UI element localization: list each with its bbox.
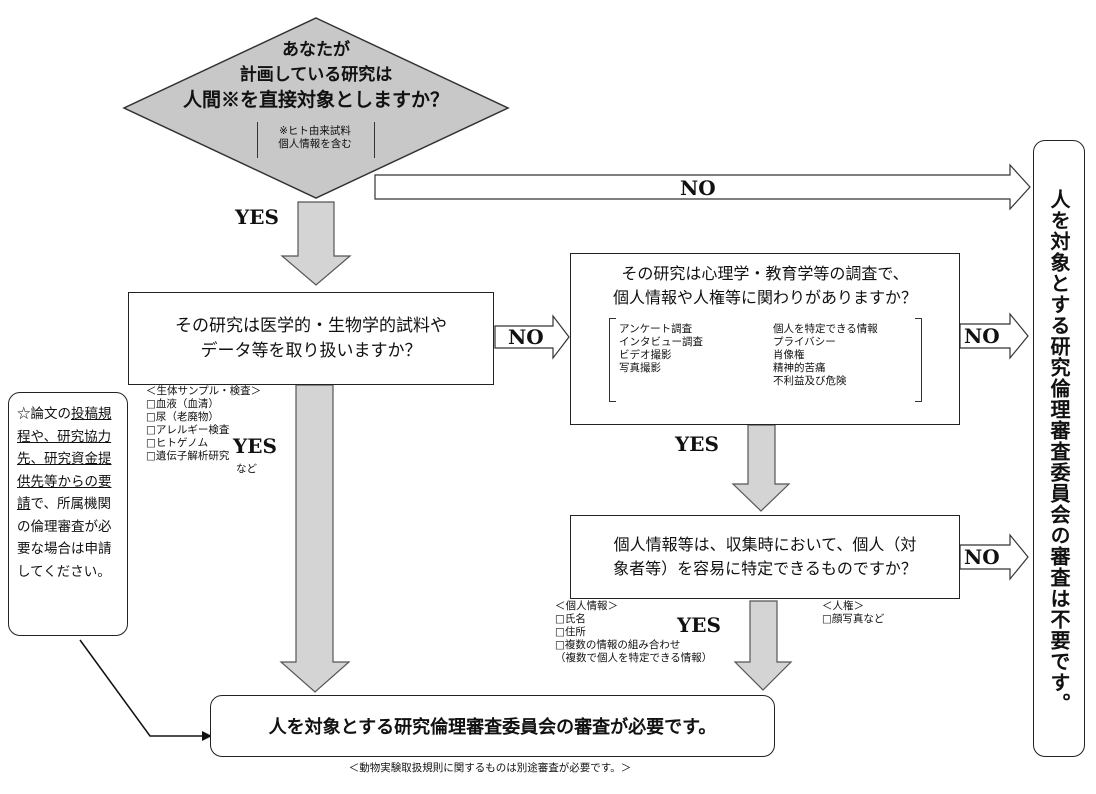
no-label-start: NO [680,176,716,200]
q3-col1-item: ビデオ撮影 [619,349,672,361]
rights-header: ＜人権＞ [822,600,864,612]
personal-item: □住所 [555,626,586,638]
rights-item: □顔写真など [822,613,885,625]
q3-line-1: その研究は心理学・教育学等の調査で、 [621,264,909,283]
yes-arrow-q3 [731,424,791,512]
q3-col-1: アンケート調査 インタビュー調査 ビデオ撮影 写真撮影 [619,323,749,375]
personal-item: □複数の情報の組み合わせ [555,639,681,651]
q3-col-2: 個人を特定できる情報 プライバシー 肖像権 精神的苦痛 不利益及び危険 [773,323,913,388]
start-note-bracket [257,122,375,158]
side-note-box: ☆論文の投稿規程や、研究協力先、研究資金提供先等からの要請で、所属機関の倫理審査… [8,392,128,636]
q3-col2-item: 精神的苦痛 [773,362,826,374]
q4-line-1: 個人情報等は、収集時において、個人（対 [613,535,917,554]
sample-item: □アレルギー検査 [146,424,230,436]
no-label-q3: NO [964,324,1000,348]
q2-line-1: その研究は医学的・生物学的試料や [175,315,447,336]
q3-col1-item: インタビュー調査 [619,336,703,348]
q4-line-2: 象者等）を容易に特定できるものですか？ [613,559,917,578]
q4-box: 個人情報等は、収集時において、個人（対 象者等）を容易に特定できるものですか？ [570,515,960,599]
q2-line-2: データ等を取り扱いますか？ [200,340,422,361]
yes-arrow-q4 [733,600,793,691]
result-not-required-text: 人を対象とする研究倫理審査委員会の審査は不要です。 [1047,189,1071,714]
no-arrow-start [374,163,1031,211]
yes-arrow-q2 [279,384,351,693]
start-line-2: 計画している研究は [239,65,393,85]
yes-label-start: YES [235,205,279,229]
no-arrow-q4 [959,533,1029,581]
start-note: ※ヒト由来試料 個人情報を含む [260,125,370,151]
side-note-rest: で、所属機関の倫理審査が必要な場合は申請してください。 [17,496,112,580]
result-required-box: 人を対象とする研究倫理審査委員会の審査が必要です。 [210,695,775,757]
yes-label-q4: YES [677,613,721,637]
q3-col1-item: アンケート調査 [619,323,693,335]
q3-col2-item: プライバシー [773,336,836,348]
yes-label-q3: YES [675,432,719,456]
no-arrow-q2 [494,314,570,360]
result-not-required-box: 人を対象とする研究倫理審査委員会の審査は不要です。 [1033,140,1085,757]
sample-item: □尿（老廃物） [146,411,219,423]
start-note-1: ※ヒト由来試料 [279,125,351,137]
side-note-connector [79,639,205,737]
q3-col2-item: 不利益及び危険 [773,375,847,387]
result-required-text: 人を対象とする研究倫理審査委員会の審査が必要です。 [268,717,717,738]
q3-line-2: 個人情報や人権等に関わりがありますか？ [612,288,917,307]
q2-box: その研究は医学的・生物学的試料や データ等を取り扱いますか？ [128,292,494,385]
start-note-2: 個人情報を含む [278,138,352,150]
q3-bracket-right [915,318,922,402]
personal-header: ＜個人情報＞ [555,600,618,612]
sample-item: □遺伝子解析研究 [146,450,230,462]
side-note-prefix: ☆論文の [17,406,71,422]
sample-item: □ヒトゲノム [146,437,209,449]
yes-arrow-start [280,201,352,286]
q3-col2-item: 個人を特定できる情報 [773,323,878,335]
q3-col2-item: 肖像権 [773,349,805,361]
q2-samples: ＜生体サンプル・検査＞ □血液（血清） □尿（老廃物） □アレルギー検査 □ヒト… [146,385,286,476]
sample-item: □血液（血清） [146,398,219,410]
footer-note: ＜動物実験取扱規則に関するものは別途審査が必要です。＞ [348,762,632,774]
personal-item: □氏名 [555,613,586,625]
start-question: あなたが 計画している研究は 人間※を直接対象としますか？ [150,38,482,113]
side-note-arrowhead [202,731,212,741]
samples-tail: など [236,463,257,475]
start-line-3: 人間※を直接対象としますか？ [182,89,449,111]
q3-box: その研究は心理学・教育学等の調査で、 個人情報や人権等に関わりがありますか？ ア… [570,253,960,425]
samples-header: ＜生体サンプル・検査＞ [146,385,262,397]
q3-col1-item: 写真撮影 [619,362,661,374]
q4-rights: ＜人権＞ □顔写真など [822,600,932,626]
q4-personal-info: ＜個人情報＞ □氏名 □住所 □複数の情報の組み合わせ （複数で個人を特定できる… [555,600,745,665]
side-note-underlined: 投稿規程や、研究協力先、研究資金提供先等からの要請 [17,406,112,512]
personal-item: （複数で個人を特定できる情報） [555,652,713,664]
start-decision-diamond [122,17,510,199]
no-arrow-q3 [959,312,1029,360]
q3-bracket-left [609,318,616,402]
no-label-q2: NO [508,325,544,349]
start-line-1: あなたが [282,40,350,60]
no-label-q4: NO [964,545,1000,569]
yes-label-q2: YES [233,434,277,458]
